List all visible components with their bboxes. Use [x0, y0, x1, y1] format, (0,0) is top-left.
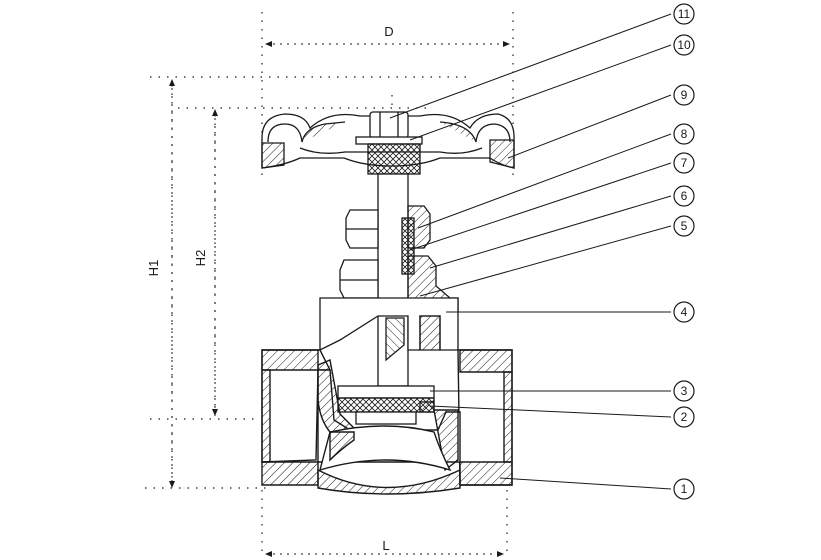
- disc: [337, 385, 435, 425]
- dim-h2-label: H2: [193, 250, 208, 267]
- dim-l-label: L: [382, 538, 389, 553]
- stem-nut: [355, 111, 423, 175]
- callout-10: 10: [673, 34, 695, 56]
- svg-text:5: 5: [681, 219, 688, 233]
- extension-lines: [145, 12, 514, 552]
- svg-text:11: 11: [678, 7, 691, 21]
- callout-4: 4: [673, 301, 695, 323]
- svg-text:6: 6: [681, 189, 688, 203]
- callout-3: 3: [673, 380, 695, 402]
- callouts: 11 10 9 8 7 6 5 4: [673, 3, 695, 500]
- svg-text:9: 9: [681, 88, 688, 102]
- callout-11: 11: [673, 3, 695, 25]
- callout-8: 8: [673, 123, 695, 145]
- svg-text:2: 2: [681, 410, 688, 424]
- gland-nut: [345, 205, 431, 275]
- svg-text:1: 1: [681, 482, 688, 496]
- callout-2: 2: [673, 406, 695, 428]
- svg-text:7: 7: [681, 156, 688, 170]
- bonnet-flange: [319, 297, 459, 362]
- svg-text:8: 8: [681, 127, 688, 141]
- svg-text:4: 4: [681, 305, 688, 319]
- svg-text:3: 3: [681, 384, 688, 398]
- dimension-arrows: [169, 41, 510, 557]
- callout-6: 6: [673, 185, 695, 207]
- leader-lines: [389, 13, 672, 490]
- callout-5: 5: [673, 215, 695, 237]
- callout-1: 1: [673, 478, 695, 500]
- valve-body: [261, 349, 513, 495]
- callout-9: 9: [673, 84, 695, 106]
- callout-7: 7: [673, 152, 695, 174]
- svg-text:10: 10: [677, 38, 691, 52]
- dim-h1-label: H1: [146, 260, 161, 277]
- dim-d-label: D: [384, 24, 393, 39]
